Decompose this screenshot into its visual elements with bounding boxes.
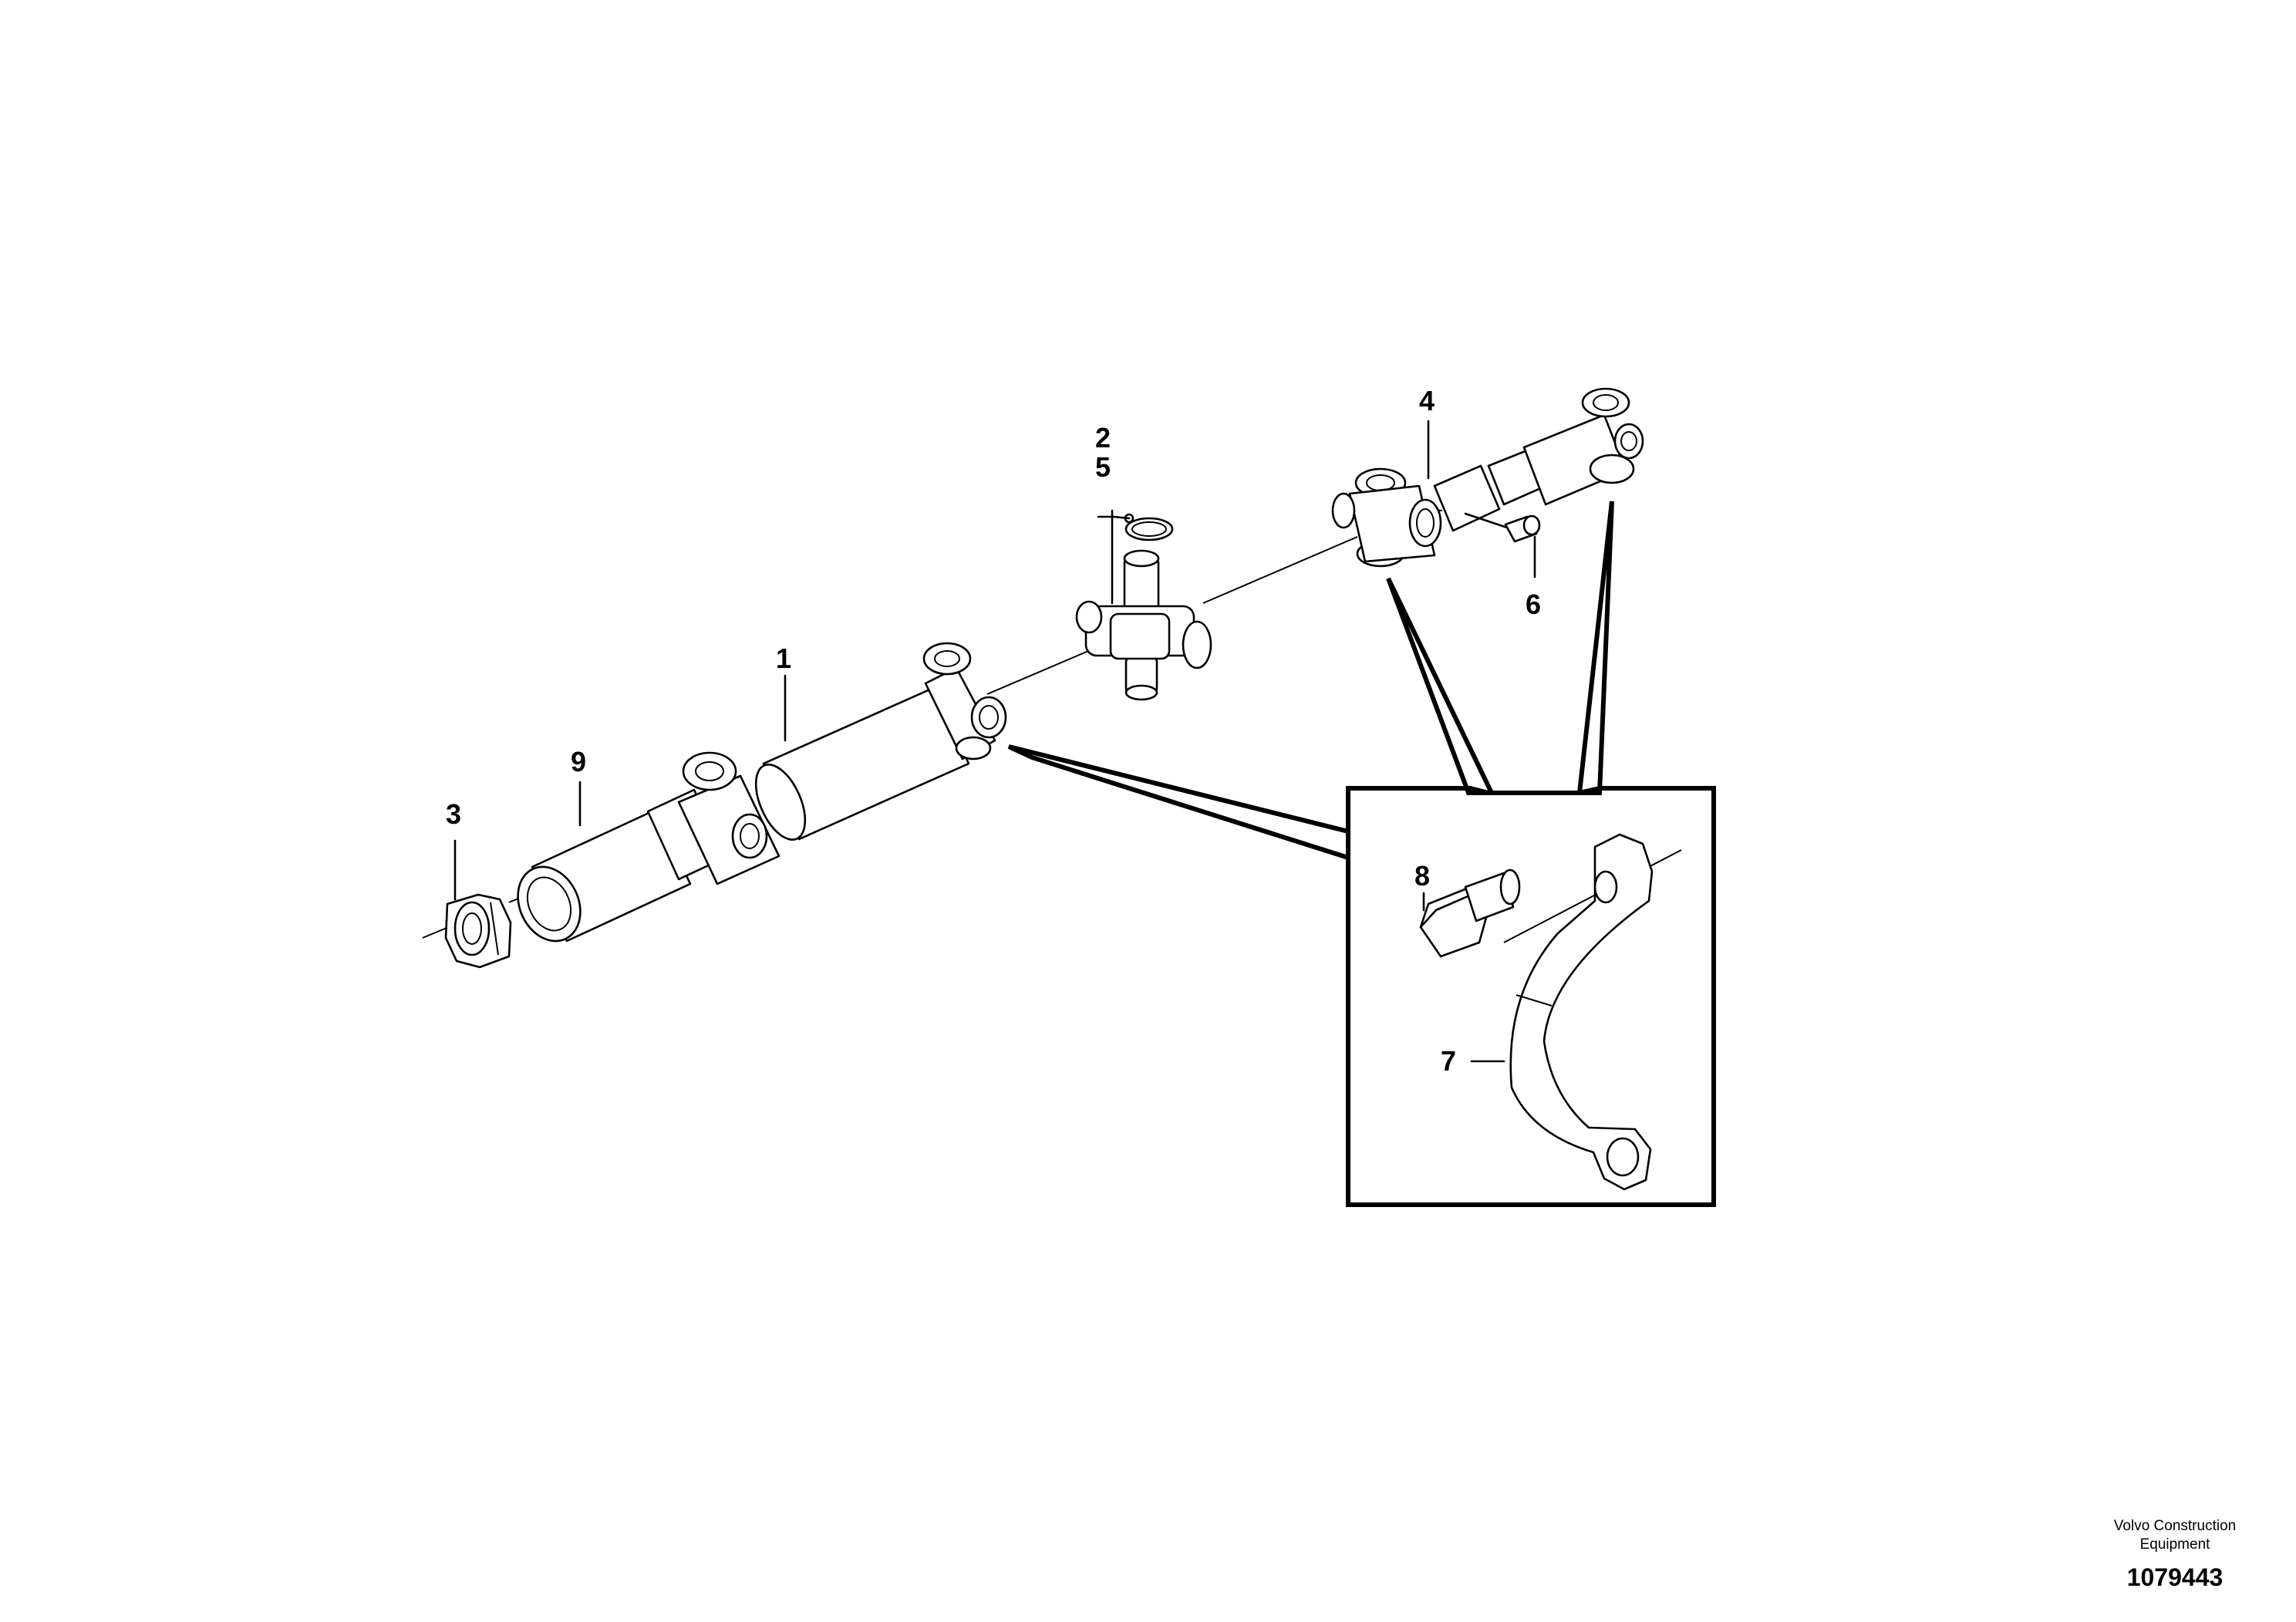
strap-part-7 [1509, 833, 1654, 1191]
snap-ring-part-5 [1124, 513, 1174, 541]
callout-9: 9 [571, 746, 586, 777]
callout-1: 1 [776, 642, 791, 674]
document-number: 1079443 [2127, 1563, 2224, 1591]
callouts: 1 2 5 3 4 6 7 8 9 [446, 385, 1541, 1077]
intermediate-shaft-part-4 [1331, 387, 1644, 568]
callout-7: 7 [1441, 1045, 1456, 1077]
callout-3: 3 [446, 798, 461, 830]
callout-8: 8 [1414, 860, 1430, 892]
callout-leaders [453, 420, 1536, 1063]
callout-6: 6 [1526, 588, 1541, 620]
detail-inset-frame [1346, 786, 1716, 1207]
footer: Volvo Construction Equipment 1079443 [2114, 1518, 2236, 1591]
detail-leaders [1007, 501, 1614, 862]
universal-joint-part-2 [1075, 549, 1212, 701]
bolt-part-8 [1419, 849, 1682, 958]
callout-5: 5 [1095, 451, 1111, 483]
callout-4: 4 [1419, 385, 1435, 416]
callout-2: 2 [1095, 422, 1111, 454]
propeller-shaft-part-1 [677, 642, 1007, 885]
nut-part-3 [444, 893, 512, 969]
brand-line-1: Volvo Construction [2114, 1518, 2236, 1534]
grease-nipple-part-6 [1464, 512, 1541, 543]
brand-line-2: Equipment [2140, 1536, 2211, 1553]
